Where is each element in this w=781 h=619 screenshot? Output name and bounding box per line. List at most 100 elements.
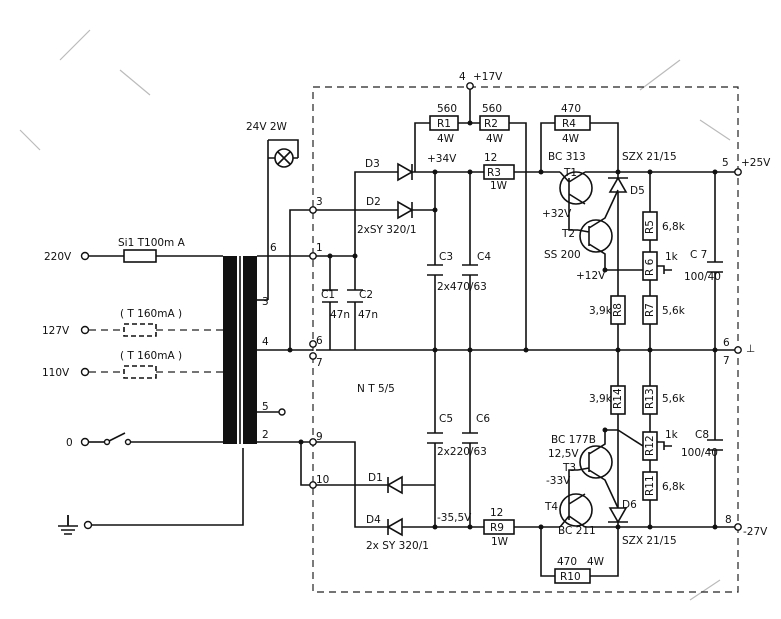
capacitor-c3 [427,264,443,276]
label-t4: T4 [544,501,558,513]
transistor-t3 [579,445,613,479]
label-d1: D1 [368,472,383,484]
node-8: 8 [725,514,732,526]
label-r1-pw: 4W [437,133,455,145]
node-12-5v: 12,5V [548,448,579,460]
resistor-r8 [610,295,626,325]
node-plus25v: +25V [741,157,771,169]
label-t1: T1 [563,167,577,179]
label-zener-bot: SZX 21/15 [622,535,677,547]
label-r13: R13 [644,388,656,409]
mains-switch[interactable] [108,432,126,442]
zener-d5 [608,172,628,230]
label-r4-val: 470 [561,103,581,115]
resistor-r14 [610,385,626,415]
label-r14-val: 3,9k [589,393,613,405]
resistor-r4 [554,115,591,131]
label-d2-type: 2xSY 320/1 [357,224,417,236]
label-r10: R10 [560,571,581,583]
fuse-si1 [123,249,157,263]
label-c2: C2 [359,289,373,301]
output-terminal-5[interactable] [734,168,742,176]
label-110v: 110V [42,367,70,379]
label-r6: R 6 [644,258,656,276]
label-d3: D3 [365,158,380,170]
ground-symbol: ⊥ [746,343,755,355]
label-r6-val: 1k [665,251,679,263]
label-r9-pw: 1W [491,536,509,548]
terminal-0[interactable] [80,437,90,447]
resistor-r11 [642,471,658,501]
node-minus33v: -33V [546,475,571,487]
node-4: 4 [459,71,466,83]
label-r5-val: 6,8k [662,221,686,233]
mains-input-section [58,139,313,535]
label-r1: R1 [437,118,451,130]
terminal-earth[interactable] [83,520,93,530]
transistor-t4 [559,493,593,527]
module-label-1: 1 [316,242,323,254]
module-terminal-7[interactable] [309,352,317,360]
fuse-127v [123,323,157,337]
label-127v: 127V [42,325,70,337]
label-r11-val: 6,8k [662,481,686,493]
capacitor-c2 [347,289,363,303]
module-interior [309,82,742,584]
label-r12: R12 [644,435,656,456]
label-r10-val: 470 [557,556,577,568]
resistor-r2 [479,115,510,131]
terminal-220v[interactable] [80,251,90,261]
label-r3-val: 12 [484,152,497,164]
output-terminal-8[interactable] [734,523,742,531]
label-c56-val: 2x220/63 [437,446,487,458]
label-r14: R14 [612,388,624,409]
label-r9-val: 12 [490,507,503,519]
node-5: 5 [722,157,729,169]
module-terminal-6[interactable] [309,340,317,348]
label-r2: R2 [484,118,498,130]
label-r12-val: 1k [665,429,679,441]
scan-artifact [19,29,731,601]
resistor-r5 [642,211,658,241]
resistor-r1 [429,115,459,131]
capacitor-c7 [707,261,723,273]
module-label-3: 3 [316,196,323,208]
zener-d6 [608,470,628,527]
label-c34-val: 2x470/63 [437,281,487,293]
label-r7: R7 [644,303,656,317]
resistor-r3 [483,164,515,180]
transformer-pin-3: 3 [262,296,269,308]
transistor-t1 [559,171,593,205]
label-d4: D4 [366,514,381,526]
label-c5: C5 [439,413,453,425]
transformer-pin-2: 2 [262,429,269,441]
module-label-6: 6 [316,335,323,347]
module-label-9: 9 [316,431,323,443]
label-d6: D6 [622,499,637,511]
label-t3: T3 [562,462,576,474]
label-r1-val: 560 [437,103,457,115]
node-plus34v: +34V [427,153,457,165]
node-plus12v: +12V [576,270,606,282]
label-t2: T2 [561,228,575,240]
label-r8: R8 [612,303,624,317]
diode-d4 [382,517,484,537]
terminal-4[interactable] [466,82,474,90]
capacitor-c1 [322,289,338,303]
terminal-127v[interactable] [80,325,90,335]
label-r8-val: 3,9k [589,305,613,317]
label-fuse-110: ( T 160mA ) [120,350,182,362]
labels: 24V 2W 220V Si1 T100m A 127V ( T 160mA )… [42,71,771,583]
resistor-r13 [642,385,658,415]
label-zener-top: SZX 21/15 [622,151,677,163]
label-r13-val: 5,6k [662,393,686,405]
label-r2-pw: 4W [486,133,504,145]
terminal-110v[interactable] [80,367,90,377]
output-terminal-6-7[interactable] [734,346,742,354]
capacitor-c8 [707,439,723,451]
label-d5: D5 [630,185,645,197]
transistor-t2 [579,219,613,253]
transformer-pin-5-label: 5 [262,401,269,413]
capacitor-c5 [427,432,443,444]
transformer-pin-6: 6 [270,242,277,254]
